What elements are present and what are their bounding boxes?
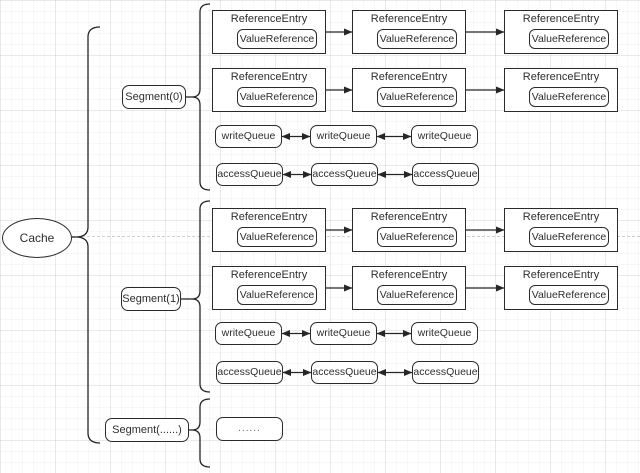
reference-entry-label: ReferenceEntry (230, 211, 308, 223)
value-reference-node: ValueReference (237, 227, 317, 247)
reference-entry-label: ReferenceEntry (370, 71, 448, 83)
value-reference-node: ValueReference (529, 227, 609, 247)
value-reference-node: ValueReference (377, 285, 457, 305)
access-queue-node: accessQueue (311, 163, 378, 186)
reference-entry-label: ReferenceEntry (522, 269, 600, 281)
value-reference-node: ValueReference (377, 29, 457, 49)
write-queue-node: writeQueue (310, 322, 377, 345)
segment-ellipsis-node: Segment(......) (105, 418, 189, 442)
reference-entry-label: ReferenceEntry (230, 71, 308, 83)
reference-entry-label: ReferenceEntry (522, 71, 600, 83)
value-reference-node: ValueReference (237, 87, 317, 107)
value-reference-node: ValueReference (529, 87, 609, 107)
access-queue-node: accessQueue (412, 361, 479, 384)
reference-entry-label: ReferenceEntry (370, 211, 448, 223)
segment-ellipsis-content-node: ...... (216, 417, 283, 441)
write-queue-node: writeQueue (411, 322, 478, 345)
segment-0-node: Segment(0) (122, 85, 186, 109)
access-queue-node: accessQueue (311, 361, 378, 384)
value-reference-node: ValueReference (377, 87, 457, 107)
segment-0-brace (191, 3, 211, 191)
value-reference-node: ValueReference (529, 29, 609, 49)
value-reference-node: ValueReference (237, 29, 317, 49)
reference-entry-label: ReferenceEntry (370, 269, 448, 281)
reference-entry-label: ReferenceEntry (230, 269, 308, 281)
value-reference-node: ValueReference (377, 227, 457, 247)
segment-ellipsis-brace (191, 398, 211, 468)
segment-1-brace (191, 200, 211, 393)
value-reference-node: ValueReference (529, 285, 609, 305)
write-queue-node: writeQueue (310, 125, 377, 148)
access-queue-node: accessQueue (216, 163, 283, 186)
write-queue-node: writeQueue (411, 125, 478, 148)
cache-brace (75, 26, 101, 444)
segment-1-node: Segment(1) (121, 287, 181, 311)
reference-entry-label: ReferenceEntry (522, 13, 600, 25)
reference-entry-label: ReferenceEntry (370, 13, 448, 25)
access-queue-node: accessQueue (216, 361, 283, 384)
cache-node: Cache (2, 218, 72, 258)
access-queue-node: accessQueue (412, 163, 479, 186)
write-queue-node: writeQueue (215, 322, 282, 345)
write-queue-node: writeQueue (215, 125, 282, 148)
value-reference-node: ValueReference (237, 285, 317, 305)
reference-entry-label: ReferenceEntry (522, 211, 600, 223)
reference-entry-label: ReferenceEntry (230, 13, 308, 25)
